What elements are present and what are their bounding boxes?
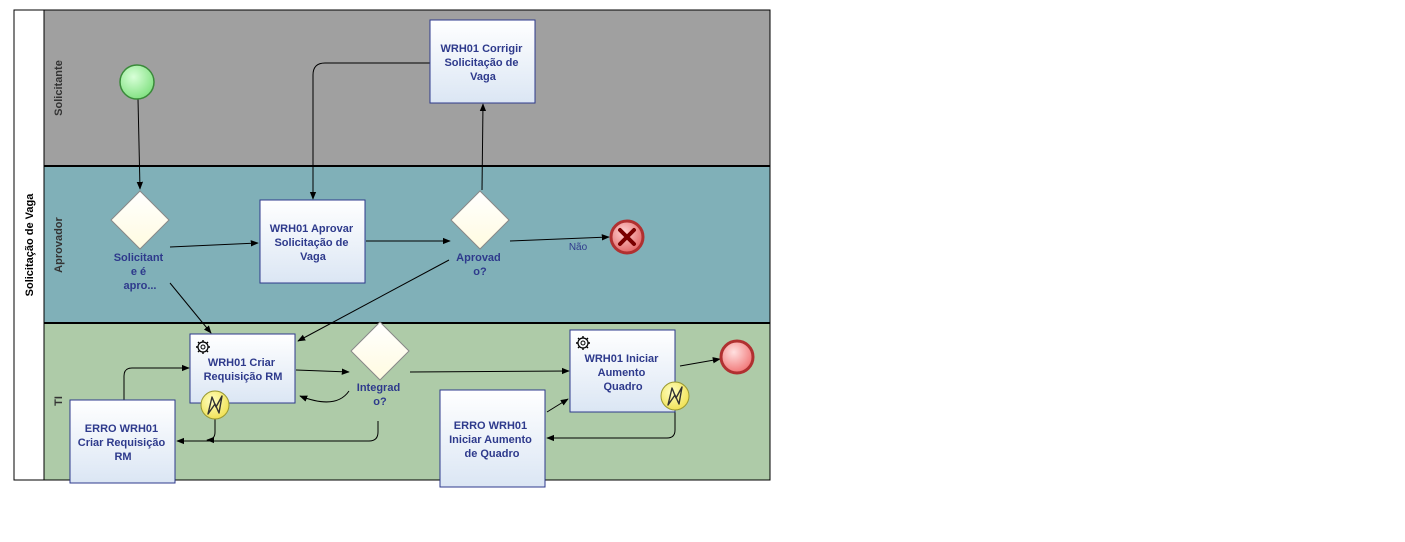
flow-erro-iniciar-to-iniciar bbox=[546, 398, 569, 413]
flow-start-to-gateway bbox=[136, 98, 144, 190]
flow-boundary-to-erro-criar bbox=[206, 419, 216, 444]
lane-aprovador[interactable]: Aprovador bbox=[43, 165, 771, 324]
flow-aprovado-to-criar-rm bbox=[297, 259, 450, 342]
gateway-integrado[interactable]: Integrad o? bbox=[350, 321, 410, 408]
gateway-label: Solicitant e é apro... bbox=[114, 252, 167, 292]
gateway-label: Integrad o? bbox=[357, 382, 403, 408]
gateway-label: Aprovad o? bbox=[456, 252, 504, 278]
flow-aprovado-to-corrigir bbox=[479, 103, 487, 191]
task-erro-iniciar-aumento[interactable]: ERRO WRH01 Iniciar Aumento de Quadro bbox=[439, 389, 546, 488]
gear-icon bbox=[196, 340, 210, 354]
gateway-aprovado[interactable]: Aprovad o? bbox=[450, 190, 510, 278]
task-criar-requisicao-rm[interactable]: WRH01 Criar Requisição RM bbox=[189, 333, 296, 404]
task-label: WRH01 Corrigir Solicitação de Vaga bbox=[441, 43, 526, 83]
flow-label-nao: Não bbox=[569, 242, 588, 253]
task-erro-criar-requisicao-rm[interactable]: ERRO WRH01 Criar Requisição RM bbox=[69, 399, 176, 484]
sequence-flows bbox=[123, 62, 721, 445]
cross-icon bbox=[618, 228, 636, 246]
task-label: WRH01 Criar Requisição RM bbox=[204, 357, 283, 383]
task-label: WRH01 Aprovar Solicitação de Vaga bbox=[270, 223, 356, 263]
lane-label-aprovador: Aprovador bbox=[53, 216, 65, 272]
flow-integrado-back-to-criar-rm bbox=[299, 390, 350, 403]
task-label: WRH01 Iniciar Aumento Quadro bbox=[584, 353, 661, 393]
flow-gateway-to-aprovar bbox=[169, 240, 259, 248]
end-event[interactable] bbox=[719, 339, 755, 375]
task-label: ERRO WRH01 Iniciar Aumento de Quadro bbox=[449, 420, 535, 460]
flow-integrado-to-iniciar bbox=[409, 367, 570, 375]
error-end-event[interactable] bbox=[609, 219, 645, 255]
lightning-icon bbox=[667, 386, 683, 406]
pool-label: Solicitação de Vaga bbox=[24, 193, 36, 297]
flow-boundary-to-erro-iniciar bbox=[546, 411, 676, 442]
flow-integrado-to-erro-criar bbox=[176, 421, 379, 445]
lightning-icon bbox=[207, 395, 223, 415]
flow-corrigir-to-aprovar bbox=[309, 62, 430, 200]
lane-label-ti: TI bbox=[53, 396, 65, 406]
task-aprovar-solicitacao[interactable]: WRH01 Aprovar Solicitação de Vaga bbox=[259, 199, 366, 284]
flow-iniciar-to-end bbox=[679, 357, 721, 367]
flow-gateway-to-criar-rm bbox=[169, 282, 212, 334]
start-event[interactable] bbox=[119, 64, 155, 100]
task-label: ERRO WRH01 Criar Requisição RM bbox=[78, 423, 168, 463]
flow-erro-criar-to-criar-rm bbox=[123, 364, 190, 400]
gear-icon bbox=[576, 336, 590, 350]
boundary-error-event-iniciar[interactable] bbox=[660, 381, 690, 411]
task-corrigir-solicitacao[interactable]: WRH01 Corrigir Solicitação de Vaga bbox=[429, 19, 536, 104]
boundary-error-event-criar-rm[interactable] bbox=[200, 390, 230, 420]
lane-label-solicitante: Solicitante bbox=[53, 60, 65, 116]
task-iniciar-aumento-quadro[interactable]: WRH01 Iniciar Aumento Quadro bbox=[569, 329, 676, 413]
flow-aprovado-nao-to-error bbox=[509, 234, 610, 242]
gateway-solicitante-aprovador[interactable]: Solicitant e é apro... bbox=[110, 190, 170, 292]
flow-criar-rm-to-integrado bbox=[295, 368, 350, 375]
